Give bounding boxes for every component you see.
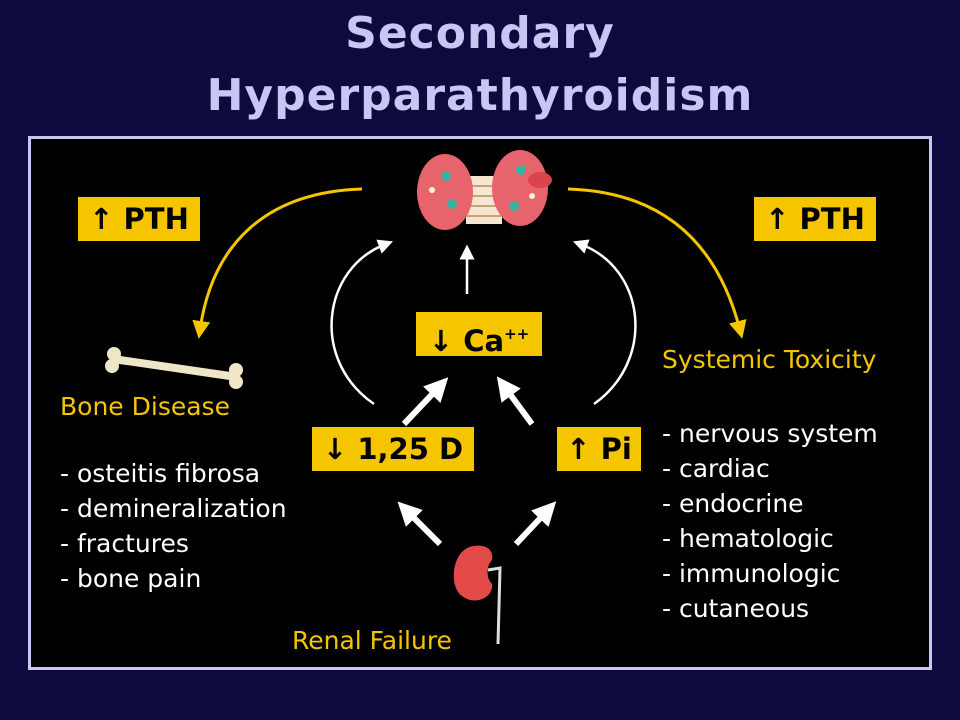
bone-icon (105, 347, 243, 389)
list-item: - endocrine (662, 489, 804, 518)
list-item: - cutaneous (662, 594, 810, 623)
parathyroid-gland-icon (417, 150, 552, 230)
list-item: - nervous system (662, 419, 878, 448)
renal-failure-label: Renal Failure (292, 626, 452, 655)
list-item: - hematologic (662, 524, 834, 553)
systemic-toxicity-label: Systemic Toxicity (662, 345, 877, 374)
list-item: - immunologic (662, 559, 841, 588)
title-line-2: Hyperparathyroidism (206, 70, 754, 121)
list-item: - fractures (60, 529, 189, 558)
calcium-label: Ca (463, 324, 505, 358)
vitamin-d-box: ↓ 1,25 D (312, 427, 474, 471)
down-arrow-icon: ↓ (322, 432, 348, 466)
vitamin-d-label: 1,25 D (357, 432, 464, 466)
pth-left-label: PTH (123, 202, 189, 236)
down-arrow-icon: ↓ (428, 324, 454, 358)
up-arrow-icon: ↑ (566, 432, 591, 466)
bone-disease-list: - osteitis fibrosa - demineralization - … (60, 456, 287, 596)
up-arrow-icon: ↑ (765, 202, 790, 236)
list-item: - osteitis fibrosa (60, 459, 261, 488)
kidney-icon (453, 545, 502, 645)
pth-right-box: ↑ PTH (754, 197, 876, 241)
pth-right-label: PTH (799, 202, 865, 236)
calcium-superscript: ++ (504, 325, 530, 343)
list-item: - cardiac (662, 454, 770, 483)
toxicity-list: - nervous system - cardiac - endocrine -… (662, 416, 878, 626)
up-arrow-icon: ↑ (89, 202, 114, 236)
phosphate-label: Pi (600, 432, 632, 466)
phosphate-box: ↑ Pi (557, 427, 641, 471)
title-line-1: Secondary (345, 8, 615, 59)
list-item: - bone pain (60, 564, 202, 593)
bone-disease-label: Bone Disease (60, 392, 230, 421)
list-item: - demineralization (60, 494, 287, 523)
calcium-box: ↓ Ca++ (416, 312, 542, 358)
pth-left-box: ↑ PTH (78, 197, 200, 241)
